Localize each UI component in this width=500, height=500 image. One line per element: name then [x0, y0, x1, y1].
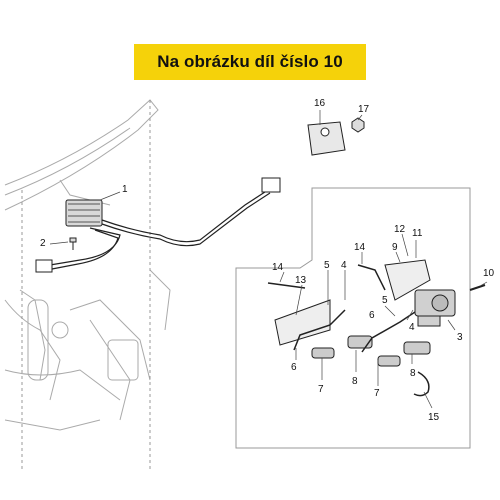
callout-8-right: 8	[410, 368, 416, 379]
callout-4-right: 4	[409, 322, 415, 333]
callout-1: 1	[122, 184, 128, 195]
callout-17: 17	[358, 104, 370, 115]
cable-part-14-right	[357, 264, 386, 291]
ht-lead-right	[361, 311, 416, 353]
cable-part-14-left	[267, 282, 306, 289]
callout-5-right: 5	[382, 295, 388, 306]
parts-box-outline	[235, 187, 471, 449]
callout-15: 15	[428, 412, 440, 423]
callout-4-left: 4	[341, 260, 347, 271]
bracket-part-13	[274, 299, 331, 346]
wiring-harness	[49, 189, 271, 270]
clip-part-15	[413, 371, 430, 397]
voltage-regulator	[65, 199, 103, 227]
callout-13: 13	[295, 275, 307, 286]
callout-8-left: 8	[352, 376, 358, 387]
harness-connector-bottom	[35, 259, 53, 273]
callout-5-left: 5	[324, 260, 330, 271]
callout-14-left: 14	[272, 262, 284, 273]
scooter-frame-drawing	[4, 99, 171, 431]
bracket-part-16	[307, 121, 346, 156]
callout-7-right: 7	[374, 388, 380, 399]
harness-connector-top	[261, 177, 281, 193]
screw-part-2	[69, 237, 77, 250]
callout-7-left: 7	[318, 384, 324, 395]
callout-14-right: 14	[354, 242, 366, 253]
callout-12: 12	[394, 224, 406, 235]
callout-10: 10	[483, 268, 495, 279]
ignition-coil-part-3	[414, 289, 456, 327]
ht-lead-left	[293, 309, 346, 351]
callout-9: 9	[392, 242, 398, 253]
callout-11: 11	[412, 228, 423, 239]
callout-2: 2	[40, 238, 46, 249]
callout-3: 3	[457, 332, 463, 343]
frame-guide-lines	[21, 100, 151, 470]
callout-leader-lines	[49, 110, 488, 409]
bolt-part-10	[469, 284, 486, 291]
bracket-part-9	[384, 259, 431, 301]
nut-part-17	[351, 117, 365, 133]
callout-6-right: 6	[369, 310, 375, 321]
callout-16: 16	[314, 98, 326, 109]
part-number-banner: Na obrázku díl číslo 10	[134, 44, 366, 80]
callout-6-left: 6	[291, 362, 297, 373]
